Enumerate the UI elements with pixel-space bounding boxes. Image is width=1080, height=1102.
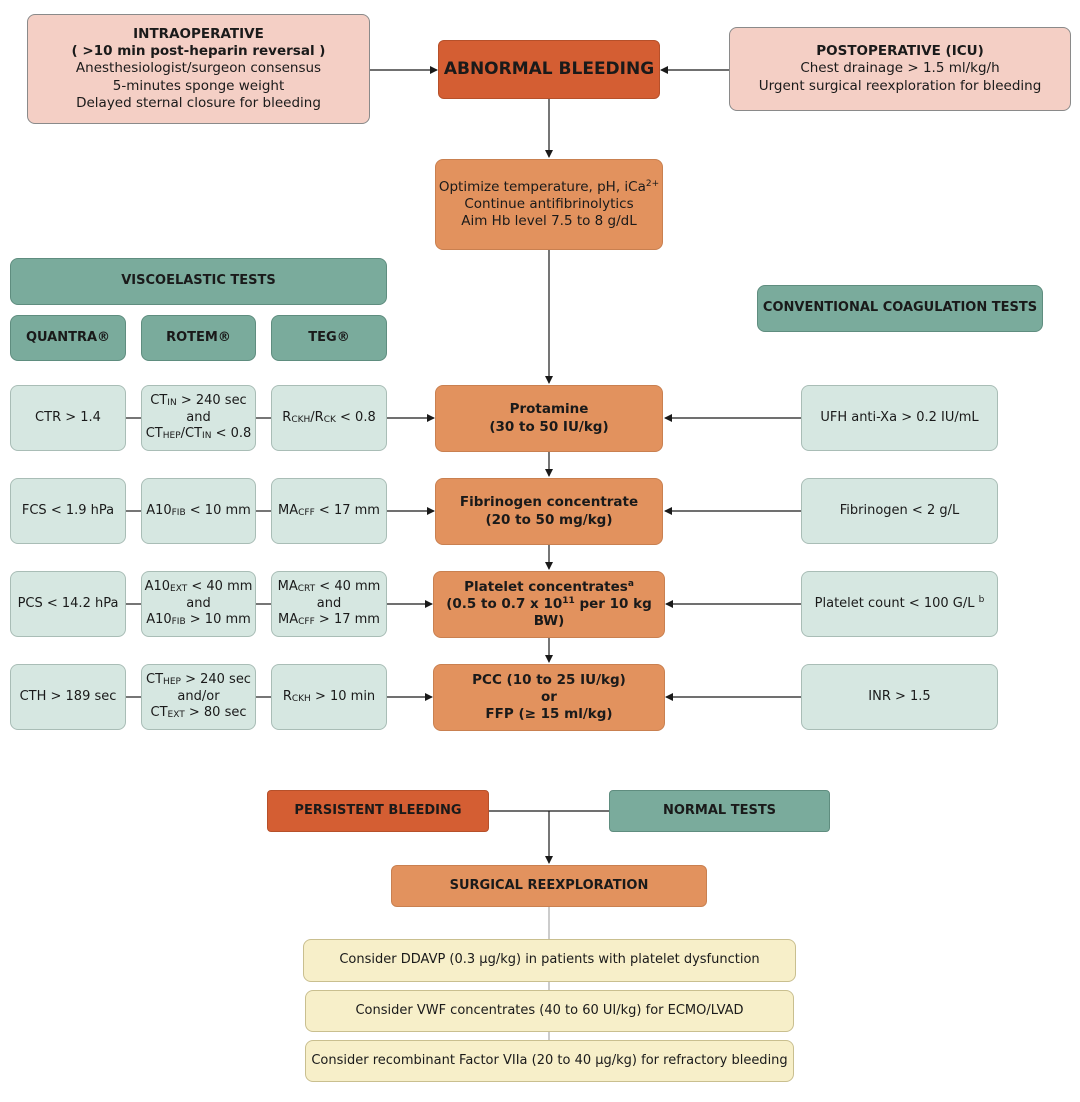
row3-quantra: PCS < 14.2 hPa bbox=[10, 571, 126, 637]
teg-header: TEG® bbox=[271, 315, 387, 361]
intraop-subtitle: ( >10 min post-heparin reversal ) bbox=[71, 43, 326, 60]
row3-teg: MACRT < 40 mm and MACFF > 17 mm bbox=[271, 571, 387, 637]
optimize-box: Optimize temperature, pH, iCa2+ Continue… bbox=[435, 159, 663, 250]
optimize-line2: Continue antifibrinolytics bbox=[464, 195, 634, 212]
quantra-header: QUANTRA® bbox=[10, 315, 126, 361]
row1-teg: RCKH/RCK < 0.8 bbox=[271, 385, 387, 451]
intraop-line3: Delayed sternal closure for bleeding bbox=[76, 94, 321, 111]
intraop-title: INTRAOPERATIVE bbox=[133, 25, 264, 42]
surgical-reexploration-box: SURGICAL REEXPLORATION bbox=[391, 865, 707, 907]
fibrinogen-box: Fibrinogen concentrate (20 to 50 mg/kg) bbox=[435, 478, 663, 545]
abnormal-bleeding-label: ABNORMAL BLEEDING bbox=[443, 58, 655, 79]
vwf-box: Consider VWF concentrates (40 to 60 UI/k… bbox=[305, 990, 794, 1032]
pcc-ffp-box: PCC (10 to 25 IU/kg) or FFP (≥ 15 ml/kg) bbox=[433, 664, 665, 731]
rotem-header: ROTEM® bbox=[141, 315, 256, 361]
row3-conventional: Platelet count < 100 G/L b bbox=[801, 571, 998, 637]
row4-quantra: CTH > 189 sec bbox=[10, 664, 126, 730]
abnormal-bleeding-box: ABNORMAL BLEEDING bbox=[438, 40, 660, 99]
row2-quantra: FCS < 1.9 hPa bbox=[10, 478, 126, 544]
intraop-line2: 5-minutes sponge weight bbox=[112, 77, 285, 94]
intraoperative-box: INTRAOPERATIVE ( >10 min post-heparin re… bbox=[27, 14, 370, 124]
row4-teg: RCKH > 10 min bbox=[271, 664, 387, 730]
conventional-tests-header: CONVENTIONAL COAGULATION TESTS bbox=[757, 285, 1043, 332]
ddavp-box: Consider DDAVP (0.3 µg/kg) in patients w… bbox=[303, 939, 796, 982]
row2-conventional: Fibrinogen < 2 g/L bbox=[801, 478, 998, 544]
row2-teg: MACFF < 17 mm bbox=[271, 478, 387, 544]
row4-rotem: CTHEP > 240 sec and/or CTEXT > 80 sec bbox=[141, 664, 256, 730]
intraop-line1: Anesthesiologist/surgeon consensus bbox=[75, 60, 322, 77]
row3-rotem: A10EXT < 40 mm and A10FIB > 10 mm bbox=[141, 571, 256, 637]
row1-quantra: CTR > 1.4 bbox=[10, 385, 126, 451]
postop-line2: Urgent surgical reexploration for bleedi… bbox=[758, 77, 1042, 94]
factor-viia-box: Consider recombinant Factor VIIa (20 to … bbox=[305, 1040, 794, 1082]
row2-rotem: A10FIB < 10 mm bbox=[141, 478, 256, 544]
optimize-line3: Aim Hb level 7.5 to 8 g/dL bbox=[461, 213, 637, 230]
protamine-box: Protamine (30 to 50 IU/kg) bbox=[435, 385, 663, 452]
optimize-line1: Optimize temperature, pH, iCa2+ bbox=[438, 178, 660, 195]
viscoelastic-tests-header: VISCOELASTIC TESTS bbox=[10, 258, 387, 305]
row1-conventional: UFH anti-Xa > 0.2 IU/mL bbox=[801, 385, 998, 451]
normal-tests-box: NORMAL TESTS bbox=[609, 790, 830, 832]
persistent-bleeding-box: PERSISTENT BLEEDING bbox=[267, 790, 489, 832]
platelet-concentrates-box: Platelet concentratesa (0.5 to 0.7 x 101… bbox=[433, 571, 665, 638]
row4-conventional: INR > 1.5 bbox=[801, 664, 998, 730]
postop-title: POSTOPERATIVE (ICU) bbox=[816, 43, 984, 60]
postop-line1: Chest drainage > 1.5 ml/kg/h bbox=[800, 60, 1000, 77]
postoperative-box: POSTOPERATIVE (ICU) Chest drainage > 1.5… bbox=[729, 27, 1071, 111]
row1-rotem: CTIN > 240 sec and CTHEP/CTIN < 0.8 bbox=[141, 385, 256, 451]
